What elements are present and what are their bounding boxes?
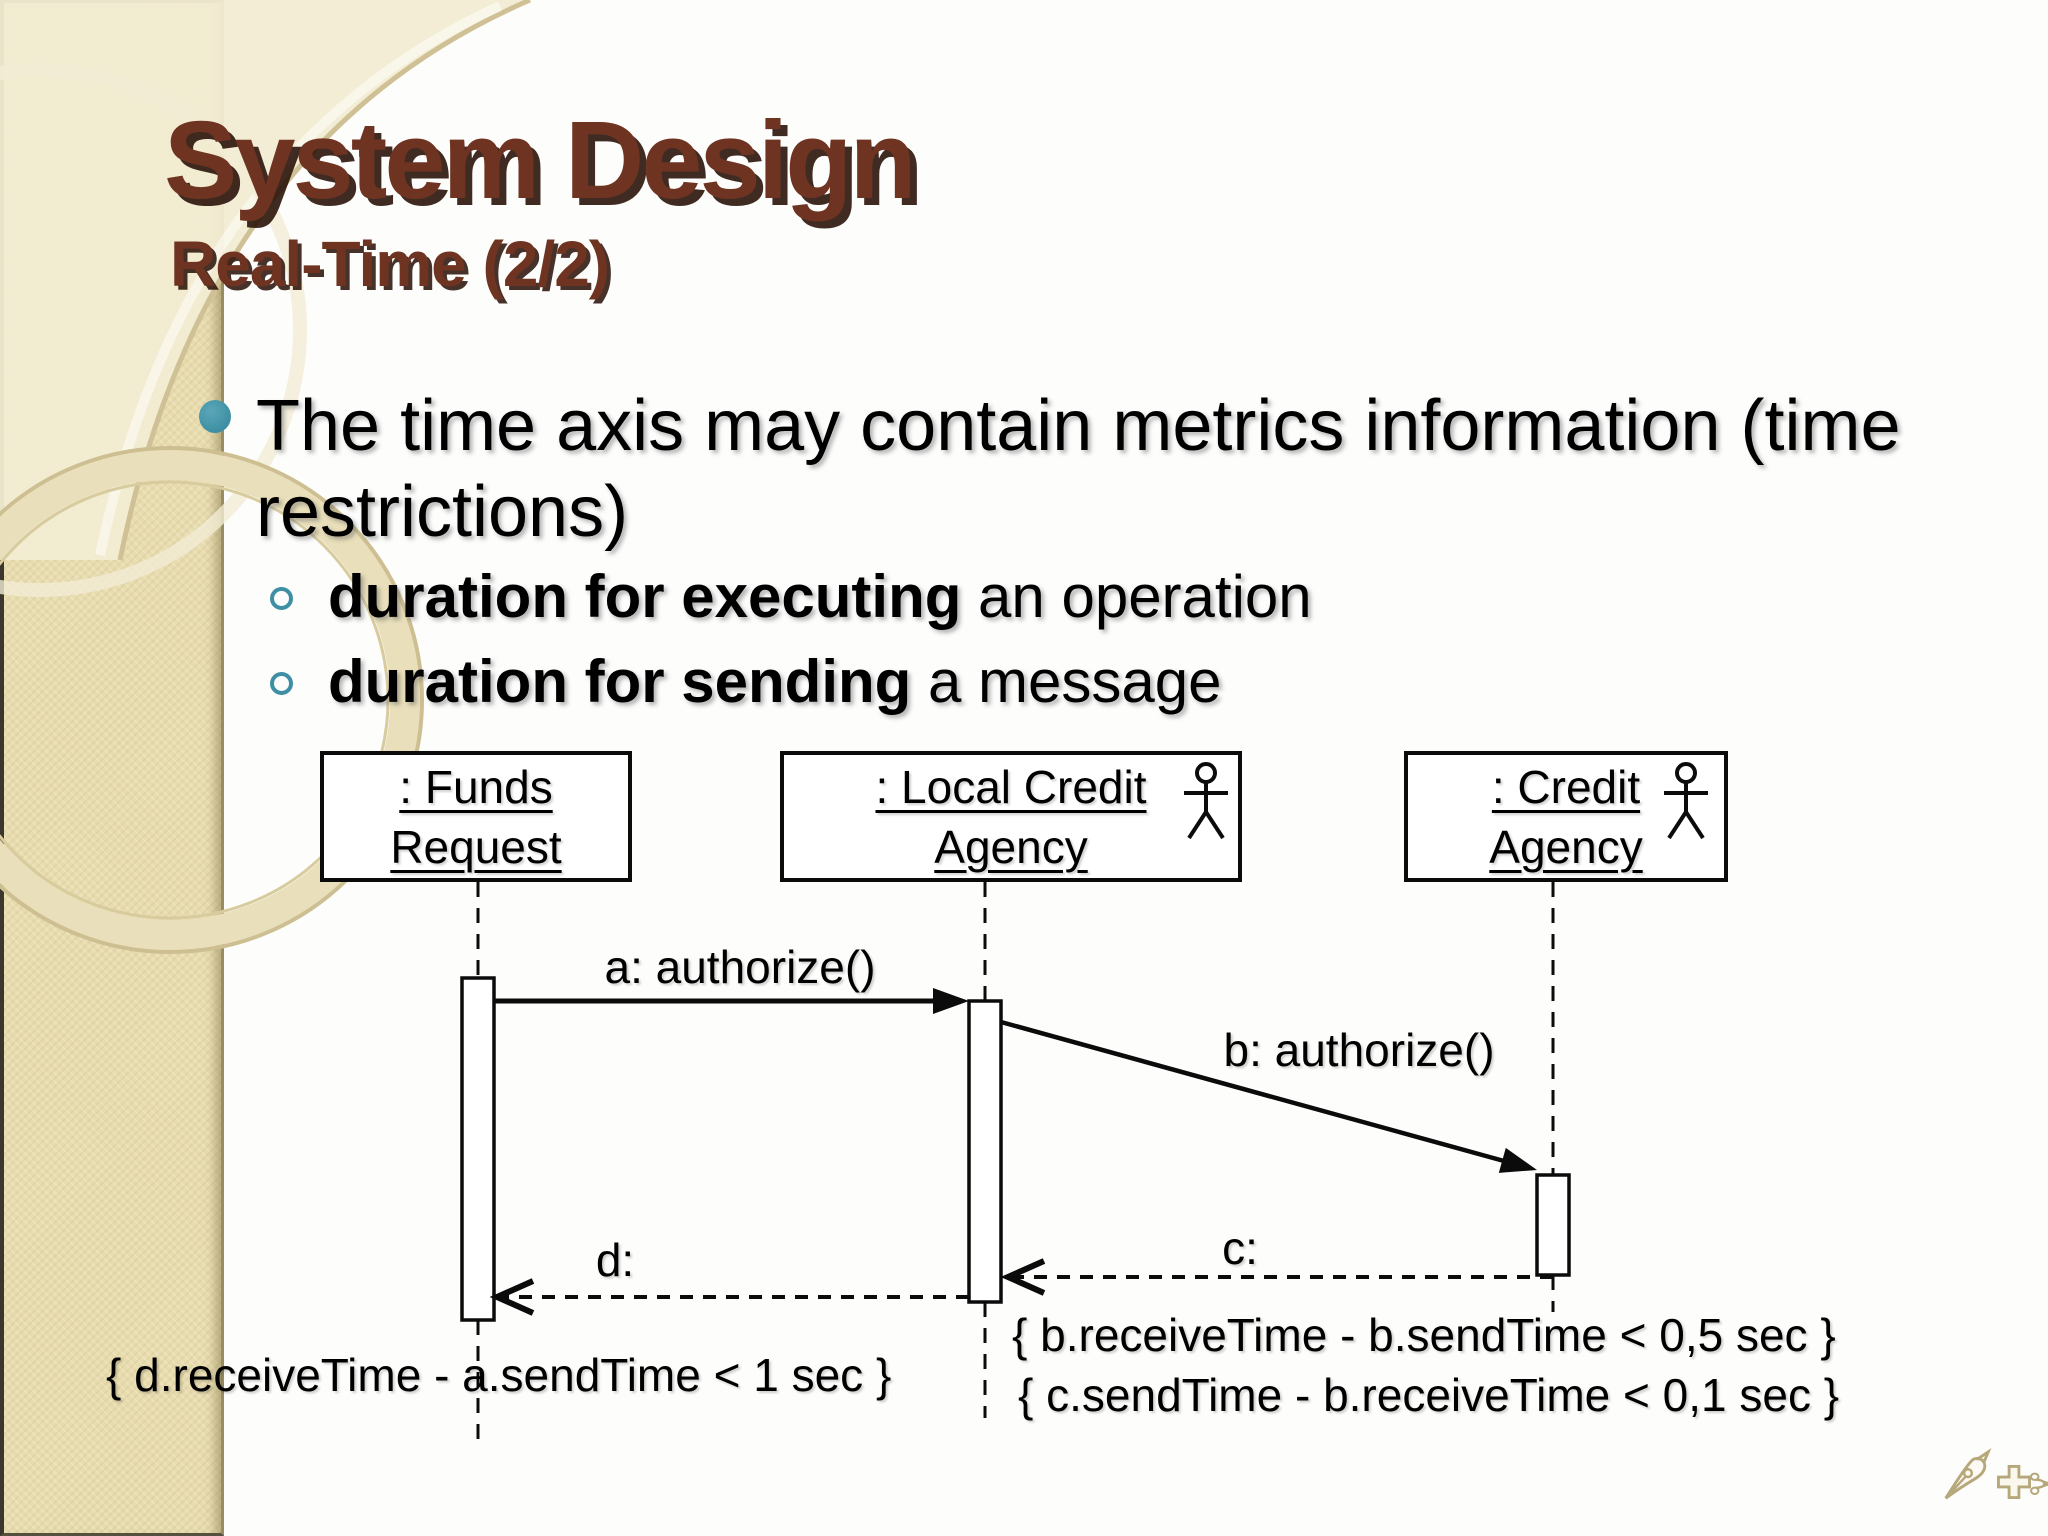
scissors-icon: ✂ (2028, 1456, 2048, 1514)
sub-bullet-item: duration for sending a message (328, 647, 1221, 717)
bullet-text: The time axis may contain metrics inform… (256, 386, 1901, 552)
lifeline-head-credit-agency: : Credit Agency (1404, 751, 1728, 882)
lifeline-head-local-credit-agency: : Local Credit Agency (780, 751, 1242, 882)
object-name-line: : Funds (399, 760, 553, 813)
object-name-line: Request (390, 820, 562, 873)
constraint-text-b: { b.receiveTime - b.sendTime < 0,5 sec } (1012, 1309, 1836, 1361)
bullet-icon (199, 400, 231, 433)
message-arrow-b (1000, 1019, 1537, 1173)
sub-bullet-rest-text: an operation (961, 563, 1312, 630)
sub-bullet-icon (270, 672, 293, 695)
actor-icon (1664, 762, 1708, 840)
sub-bullet-bold-text: duration for executing (328, 563, 962, 630)
message-label-a: a: authorize() (604, 941, 876, 993)
activation-bar-credit-agency (1535, 1173, 1571, 1277)
activation-bars (460, 976, 1571, 1322)
sub-bullet-bold-text: duration for sending (328, 648, 912, 715)
message-label-c: c: (1222, 1222, 1258, 1274)
actor-icon (1184, 762, 1228, 840)
activation-bar-local-credit-agency (967, 999, 1003, 1304)
pen-icon (1944, 1448, 1992, 1500)
sub-bullet-rest-text: a message (911, 648, 1222, 715)
sub-bullet-item: duration for executing an operation (328, 562, 1312, 632)
lifeline-head-funds-request: : Funds Request (320, 751, 632, 882)
message-arrow-c (1000, 1258, 1553, 1296)
plus-icon (1997, 1465, 2031, 1499)
object-name-line: Agency (934, 820, 1088, 873)
object-name-line: : Local Credit (875, 760, 1147, 813)
slide-subtitle: Real-Time (2/2) (170, 228, 610, 300)
lifelines (476, 882, 1555, 1445)
activation-bar-funds-request (460, 976, 496, 1322)
slide-title: System Design (164, 99, 917, 222)
message-arrow-d (489, 1278, 969, 1316)
sub-bullet-icon (270, 587, 293, 610)
constraint-text-d: { d.receiveTime - a.sendTime < 1 sec } (106, 1349, 892, 1401)
object-name-line: Agency (1489, 820, 1643, 873)
message-label-b: b: authorize() (1223, 1024, 1495, 1076)
message-label-d: d: (595, 1234, 635, 1286)
object-name-line: : Credit (1491, 760, 1641, 813)
message-arrow-a (494, 988, 969, 1014)
constraint-text-c: { c.sendTime - b.receiveTime < 0,1 sec } (1018, 1369, 1840, 1421)
